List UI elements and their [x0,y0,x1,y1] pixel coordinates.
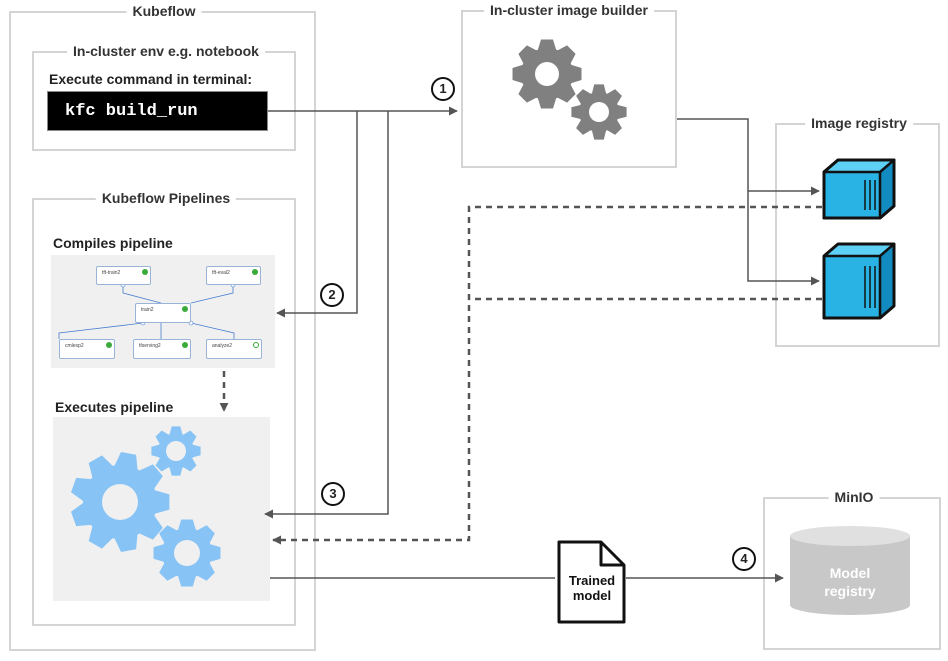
status-dot-icon [252,269,258,275]
gear-icon [151,426,201,476]
graph-node-label: train2 [141,307,154,313]
graph-node-label: tfserving2 [139,343,161,349]
executes-label: Executes pipeline [55,399,174,415]
pipelines-title: Kubeflow Pipelines [95,190,237,206]
step-marker-3: 3 [321,482,345,506]
status-dot-icon [142,269,148,275]
trained-model-line2: model [572,588,612,603]
arrow-to-registry-1 [677,118,820,196]
graph-node[interactable]: train2 [135,303,191,323]
terminal-command[interactable]: kfc build_run [47,91,268,131]
graph-node-label: analyze2 [212,343,233,349]
kubeflow-box: Kubeflow [9,3,316,651]
minio-box: MinIO [763,489,941,650]
status-dot-icon [106,342,112,348]
minio-title: MinIO [828,489,880,505]
step-marker-4: 4 [732,547,756,571]
arrow-to-registry-2 [747,191,820,286]
gear-icon [71,452,170,552]
compiles-label: Compiles pipeline [53,235,173,251]
arrow-execute-pipeline [264,111,389,519]
terminal-instruction: Execute command in terminal: [49,71,253,87]
document-icon [557,540,626,624]
step-marker-2: 2 [320,283,344,307]
connector-lines [264,106,820,583]
image-builder-title: In-cluster image builder [484,2,654,18]
image-registry-title: Image registry [805,115,913,131]
dashed-arrow-image-pull [272,205,822,545]
container-icon [822,158,896,220]
graph-node[interactable]: tfserving2 [133,339,191,359]
gear-icon [153,519,221,587]
gear-icon [571,84,627,140]
model-registry-line1: Model [829,565,871,581]
model-registry-line2: registry [824,583,876,599]
trained-model-label: Trained model [560,573,624,603]
notebook-env-title: In-cluster env e.g. notebook [67,43,265,59]
notebook-env-box: In-cluster env e.g. notebook [32,43,296,151]
status-dot-icon [182,342,188,348]
kubeflow-title: Kubeflow [126,3,202,19]
graph-node-label: tft-train2 [102,270,121,276]
step-marker-1: 1 [431,77,455,101]
status-dot-icon [253,342,259,348]
pipelines-box: Kubeflow Pipelines [32,190,296,626]
graph-node-label: cmlesp2 [65,343,84,349]
graph-node[interactable]: cmlesp2 [59,339,115,359]
graph-node[interactable]: tft-eval2 [206,266,261,285]
container-icon [822,242,896,320]
arrow-compile-pipeline [276,111,358,318]
dashed-connectors [219,205,822,545]
image-builder-box: In-cluster image builder [461,2,677,168]
graph-node[interactable]: analyze2 [206,339,262,359]
image-registry-box: Image registry [775,115,940,347]
graph-node[interactable]: tft-train2 [96,266,151,285]
gear-icon [512,39,582,109]
database-cylinder-icon [790,526,910,615]
graph-node-label: tft-eval2 [212,270,230,276]
trained-model-line1: Trained [568,573,616,588]
pipeline-graph: tft-train2 tft-eval2 train2 cmlesp2 tfse… [51,255,275,368]
status-dot-icon [182,306,188,312]
model-registry-label: Model registry [790,564,910,600]
